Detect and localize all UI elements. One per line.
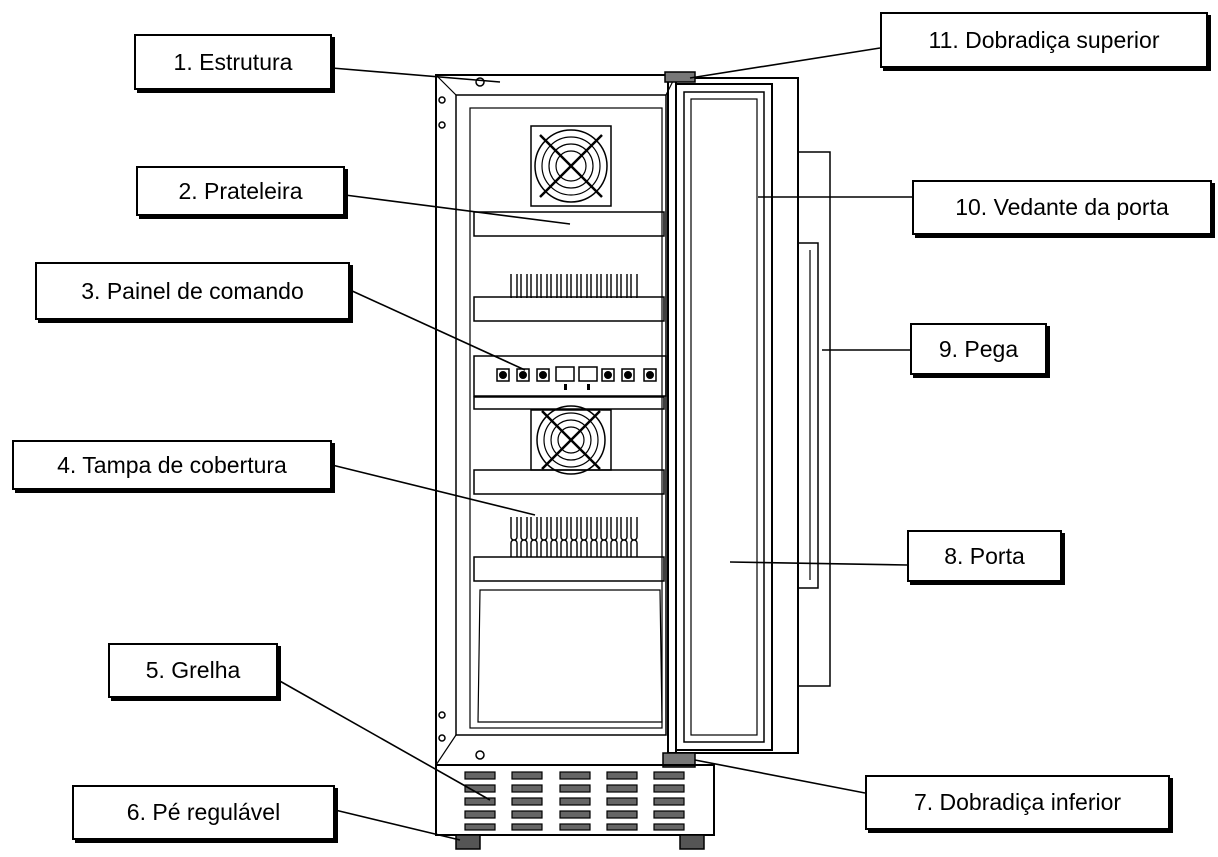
handle <box>797 151 831 687</box>
shelf-1 <box>473 211 665 237</box>
control-panel <box>473 355 667 397</box>
adjustable-feet <box>455 834 705 850</box>
label-porta: 8. Porta <box>907 530 1062 582</box>
label-painel-de-comando: 3. Painel de comando <box>35 262 350 320</box>
label-dobradica-inferior: 7. Dobradiça inferior <box>865 775 1170 830</box>
upper-fins <box>510 274 640 298</box>
lower-fan <box>530 405 612 475</box>
label-tampa-de-cobertura: 4. Tampa de cobertura <box>12 440 332 490</box>
label-prateleira: 2. Prateleira <box>136 166 345 216</box>
leader-lines <box>277 47 912 841</box>
shelf-2 <box>473 296 665 322</box>
label-dobradica-superior: 11. Dobradiça superior <box>880 12 1208 68</box>
label-pega: 9. Pega <box>910 323 1047 375</box>
label-grelha: 5. Grelha <box>108 643 278 698</box>
grille <box>435 764 715 836</box>
door <box>667 77 799 754</box>
label-pe-regulavel: 6. Pé regulável <box>72 785 335 840</box>
cabinet-frame <box>435 74 677 766</box>
label-estrutura: 1. Estrutura <box>134 34 332 90</box>
lower-fins <box>510 517 640 557</box>
cover-cap <box>473 469 665 495</box>
top-hinge <box>664 71 696 83</box>
label-vedante-da-porta: 10. Vedante da porta <box>912 180 1212 235</box>
top-fan <box>530 125 612 207</box>
